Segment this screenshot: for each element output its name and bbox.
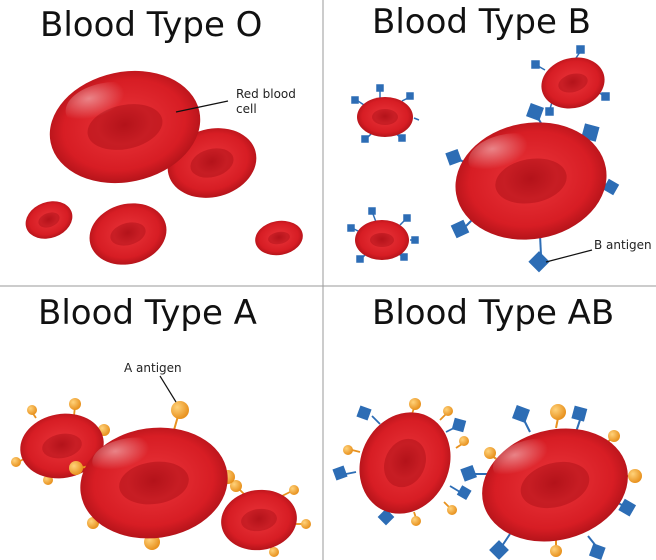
red-blood-cell-with-a-antigens [221, 480, 311, 557]
red-blood-cell-with-b-antigens [347, 207, 419, 263]
b-antigen-label: B antigen [594, 238, 652, 252]
panel-title-ab: Blood Type AB [372, 293, 614, 333]
red-blood-cell-with-b-antigens [531, 45, 610, 116]
red-blood-cell [89, 203, 167, 265]
red-blood-cell-label-line1: Red blood [236, 87, 296, 101]
red-blood-cell-with-a-and-b-antigens [332, 398, 472, 526]
red-blood-cell [49, 70, 201, 184]
panel-ab [332, 398, 642, 560]
red-blood-cell-with-b-antigens [351, 84, 420, 143]
panel-b: B antigen [347, 45, 652, 273]
red-blood-cell-with-a-and-b-antigens [460, 404, 642, 560]
panel-o: Red blood cell [25, 70, 303, 265]
red-blood-cell-label-line2: cell [236, 102, 257, 116]
panel-title-a: Blood Type A [38, 293, 257, 333]
panel-a: A antigen [11, 361, 311, 557]
a-antigen-label: A antigen [124, 361, 182, 375]
a-antigen-pointer [159, 375, 177, 403]
red-blood-cell-with-a-antigens [11, 398, 110, 485]
red-blood-cell-with-b-antigens [445, 103, 620, 273]
panel-title-o: Blood Type O [40, 5, 262, 45]
red-blood-cell-pointer [175, 100, 229, 113]
red-blood-cell [25, 201, 73, 239]
b-antigen-pointer [545, 249, 593, 263]
red-blood-cell [255, 220, 303, 256]
panel-title-b: Blood Type B [372, 2, 591, 42]
red-blood-cell-with-a-antigens [69, 401, 235, 550]
